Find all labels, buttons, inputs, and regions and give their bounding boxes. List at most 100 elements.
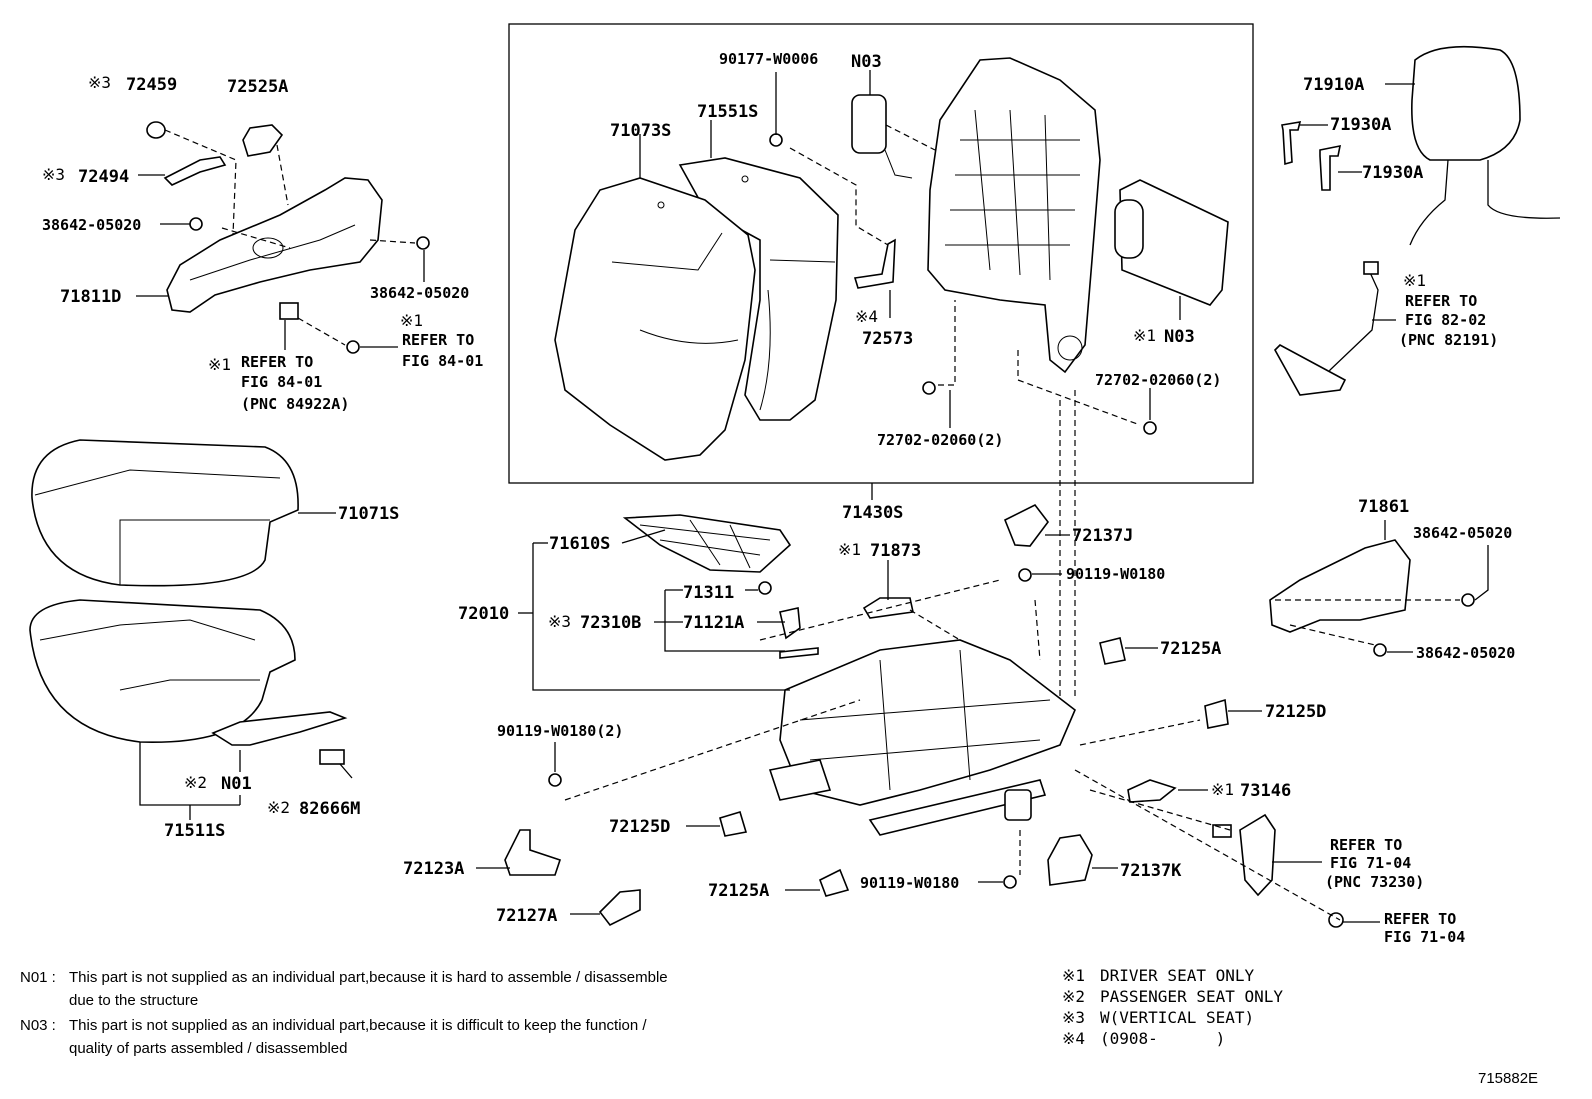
cover-72137J-shape — [1003, 503, 1050, 547]
lever-72525A-shape — [242, 124, 284, 157]
label-N01: N01 — [221, 774, 252, 794]
switch-8492-shape — [279, 302, 299, 320]
label-72123A: 72123A — [403, 859, 464, 879]
label-72125D-b: 72125D — [609, 817, 670, 837]
ref-8401b-line1: REFER TO — [241, 353, 313, 371]
cover-72123A-shape — [504, 829, 562, 876]
label-73146: 73146 — [1240, 781, 1291, 801]
label-N03-pad: N03 — [851, 52, 882, 72]
mark-ref8202: ※1 — [1403, 271, 1426, 290]
label-90119-a: 90119-W0180 — [1066, 565, 1165, 583]
cover-71861-shape — [1269, 539, 1411, 633]
label-72525A: 72525A — [227, 77, 288, 97]
mark-71873: ※1 — [838, 540, 861, 559]
label-72494: 72494 — [78, 167, 129, 187]
clip-72125D-b-shape — [719, 811, 748, 837]
label-72310B: 72310B — [580, 613, 641, 633]
backrest-pad-71551S-shape — [678, 157, 839, 421]
figure-id: 715882E — [1478, 1070, 1538, 1087]
label-82666M: 82666M — [299, 799, 360, 819]
legend-mark-4: ※4 — [1062, 1029, 1085, 1048]
side-cover-71811D-shape — [166, 177, 383, 313]
label-72459: 72459 — [126, 75, 177, 95]
note-N03-line1: This part is not supplied as an individu… — [69, 1017, 647, 1034]
label-90177: 90177-W0006 — [719, 50, 818, 68]
label-72137K: 72137K — [1120, 861, 1182, 881]
label-71873: 71873 — [870, 541, 921, 561]
ref-7104b-line2: FIG 71-04 — [1384, 928, 1465, 946]
label-71811D: 71811D — [60, 287, 121, 307]
label-72702-b: 72702-02060(2) — [877, 431, 1003, 449]
buckle-73230-shape — [1239, 813, 1276, 897]
ref-7104a-line3: (PNC 73230) — [1325, 873, 1424, 891]
label-72137J: 72137J — [1072, 526, 1133, 546]
backrest-frame — [769, 57, 1229, 700]
spring-71610S-shape — [622, 514, 792, 573]
label-38642-b: 38642-05020 — [370, 284, 469, 302]
ref-8202-line3: (PNC 82191) — [1399, 331, 1498, 349]
clip-72125D-a-shape — [1204, 698, 1229, 729]
label-72010: 72010 — [458, 604, 509, 624]
pad-N03-shape — [851, 94, 887, 154]
mark-73146: ※1 — [1211, 780, 1234, 799]
mark-72573: ※4 — [855, 307, 878, 326]
label-72127A: 72127A — [496, 906, 557, 926]
clip-72125A-a-shape — [1099, 637, 1126, 665]
legend-text-2: PASSENGER SEAT ONLY — [1100, 987, 1283, 1006]
guide-71930A-b-shape — [1319, 144, 1342, 191]
note-N01-line2: due to the structure — [69, 992, 198, 1009]
mark-72459: ※3 — [88, 73, 111, 92]
label-71910A: 71910A — [1303, 75, 1364, 95]
ref-8401b-line3: (PNC 84922A) — [241, 395, 349, 413]
mark-82666M: ※2 — [267, 798, 290, 817]
label-38642-c: 38642-05020 — [1413, 524, 1512, 542]
label-N03-airbag: N03 — [1164, 327, 1195, 347]
seat-cushion-assembly — [29, 439, 348, 765]
seat-frame-shape — [927, 57, 1101, 374]
mark-ref8401a: ※1 — [400, 311, 423, 330]
label-71930A-a: 71930A — [1330, 115, 1391, 135]
side-cover-assembly — [146, 121, 430, 354]
note-N01-line1: This part is not supplied as an individu… — [69, 969, 668, 986]
label-38642-a: 38642-05020 — [42, 216, 141, 234]
legend-text-4: (0908- ) — [1100, 1029, 1225, 1048]
sensor-73146-shape — [1127, 779, 1177, 803]
legend-mark-2: ※2 — [1062, 987, 1085, 1006]
backrest-group-frame — [508, 23, 1254, 484]
label-71430S: 71430S — [842, 503, 903, 523]
mark-N03-airbag: ※1 — [1133, 326, 1156, 345]
label-72125D-a: 72125D — [1265, 702, 1326, 722]
label-71861: 71861 — [1358, 497, 1409, 517]
label-71610S: 71610S — [549, 534, 610, 554]
note-code-N03: N03 : — [20, 1017, 56, 1034]
label-72125A-a: 72125A — [1160, 639, 1221, 659]
label-38642-d: 38642-05020 — [1416, 644, 1515, 662]
label-71121A: 71121A — [683, 613, 744, 633]
note-N03-line2: quality of parts assembled / disassemble… — [69, 1040, 347, 1057]
label-71930A-b: 71930A — [1362, 163, 1423, 183]
ref-8202-line2: FIG 82-02 — [1405, 311, 1486, 329]
legend: ※1 DRIVER SEAT ONLY ※2 PASSENGER SEAT ON… — [1062, 966, 1283, 1048]
legend-text-3: W(VERTICAL SEAT) — [1100, 1008, 1254, 1027]
label-72125A-b: 72125A — [708, 881, 769, 901]
airbag-N03-shape — [1119, 179, 1229, 306]
guide-71930A-a-shape — [1281, 121, 1302, 166]
label-71551S: 71551S — [697, 102, 758, 122]
sensor-N01-shape — [211, 711, 348, 746]
knob-72459-shape — [146, 121, 166, 139]
harness-82191-shape — [1274, 344, 1347, 396]
ref-8401b-line2: FIG 84-01 — [241, 373, 322, 391]
mark-ref8401b: ※1 — [208, 355, 231, 374]
seat-rail-shape — [868, 779, 1047, 836]
connector-82666M-shape — [319, 749, 345, 765]
label-72573: 72573 — [862, 329, 913, 349]
cover-72137K-shape — [1047, 834, 1093, 886]
ref-7104a-line1: REFER TO — [1330, 836, 1402, 854]
legend-mark-1: ※1 — [1062, 966, 1085, 985]
lever-72494-shape — [163, 156, 227, 186]
bracket-72573-shape — [853, 238, 896, 289]
leader-lines — [136, 70, 1489, 923]
mark-N01: ※2 — [184, 773, 207, 792]
